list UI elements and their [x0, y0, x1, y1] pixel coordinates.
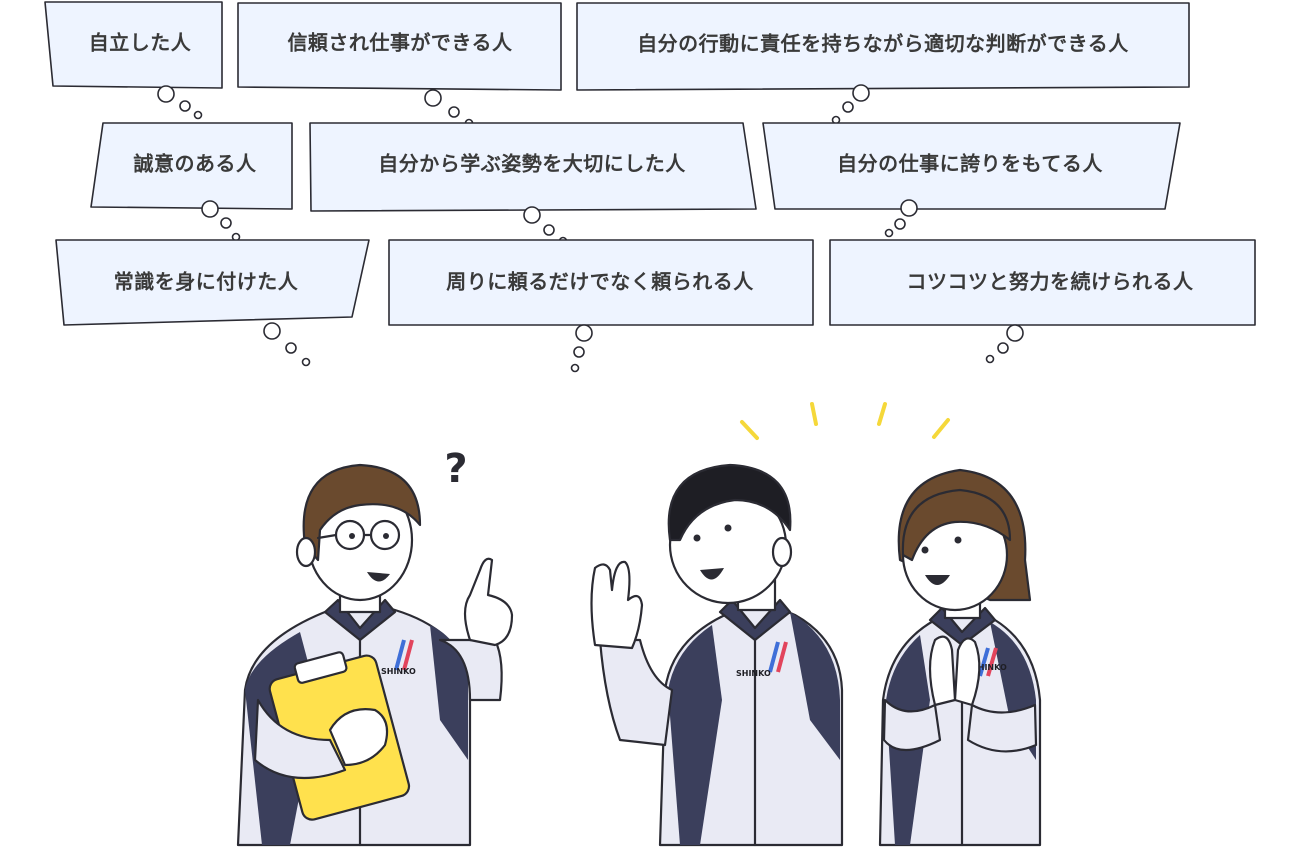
thought-bubble-6: 自分の仕事に誇りをもてる人: [762, 122, 1181, 238]
question-mark-icon: ?: [444, 446, 467, 492]
thought-bubble-3: 自分の行動に責任を持ちながら適切な判断ができる人: [576, 2, 1190, 125]
bubble-text-2: 信頼され仕事ができる人: [287, 31, 513, 55]
person-center-raising-hand: SHINKO: [590, 463, 844, 847]
shinko-badge-right: SHINKO: [972, 663, 1007, 672]
sparkle-lines: [740, 402, 950, 440]
thought-bubble-2: 信頼され仕事ができる人: [237, 2, 562, 128]
thought-bubble-4: 誠意のある人: [90, 122, 293, 242]
shinko-badge-left: SHINKO: [381, 667, 416, 676]
thought-bubble-9: コツコツと努力を続けられる人: [829, 239, 1256, 364]
person-left-with-clipboard: SHINKO: [236, 463, 514, 847]
bubble-text-5: 自分から学ぶ姿勢を大切にした人: [378, 152, 686, 176]
thought-bubble-5: 自分から学ぶ姿勢を大切にした人: [309, 122, 757, 246]
bubble-text-7: 常識を身に付けた人: [114, 270, 299, 294]
bubble-text-1: 自立した人: [89, 31, 192, 55]
bubble-text-4: 誠意のある人: [134, 152, 257, 176]
shinko-badge-center: SHINKO: [736, 669, 771, 678]
thought-bubble-1: 自立した人: [44, 1, 223, 120]
person-right-clasping-hands: SHINKO: [878, 468, 1042, 847]
thought-bubble-8: 周りに頼るだけでなく頼られる人: [388, 239, 814, 373]
bubble-text-3: 自分の行動に責任を持ちながら適切な判断ができる人: [637, 32, 1129, 56]
bubble-text-8: 周りに頼るだけでなく頼られる人: [446, 270, 754, 294]
bubble-text-6: 自分の仕事に誇りをもてる人: [837, 152, 1103, 176]
thought-bubble-7: 常識を身に付けた人: [55, 239, 370, 367]
bubble-text-9: コツコツと努力を続けられる人: [907, 270, 1194, 294]
